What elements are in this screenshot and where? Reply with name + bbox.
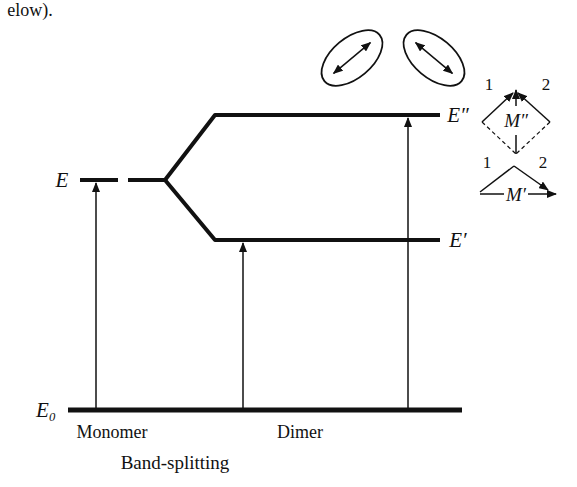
level-label: E₀: [36, 400, 56, 421]
energy-level: [128, 178, 165, 182]
level-label: E″: [447, 105, 469, 126]
dipole-ellipse: [394, 20, 475, 97]
vector-label: M′: [504, 185, 528, 204]
vector-number: 1: [483, 154, 492, 171]
dipole-ellipse: [312, 20, 393, 97]
transition-arrow: [242, 243, 244, 408]
axis-label: Dimer: [277, 423, 323, 441]
vector-number: 2: [539, 154, 548, 171]
axis-label: Monomer: [77, 423, 148, 441]
level-label: E′: [449, 230, 466, 251]
vector-label: M″: [502, 111, 530, 130]
cropped-text: elow).: [7, 1, 52, 19]
vector-number: 1: [485, 76, 494, 93]
energy-level: [80, 178, 118, 182]
transition-arrow: [407, 118, 409, 408]
vector-number: 2: [542, 76, 551, 93]
vector-diagram: [482, 90, 550, 154]
energy-level: [165, 115, 440, 180]
caption: Band-splitting: [121, 453, 230, 472]
ground-level: [68, 408, 462, 413]
energy-level: [165, 180, 440, 240]
transition-arrow: [95, 183, 97, 408]
level-label: E: [56, 170, 69, 191]
